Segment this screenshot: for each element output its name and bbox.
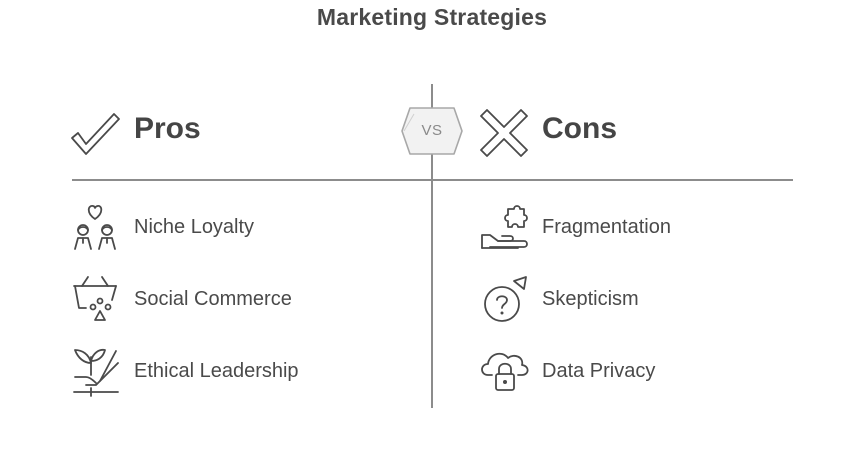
item-label: Ethical Leadership (134, 360, 299, 382)
item-label: Skepticism (542, 288, 639, 310)
couple-heart-icon (74, 205, 116, 250)
item-label: Fragmentation (542, 216, 671, 238)
shopping-basket-icon (73, 276, 117, 321)
horizontal-divider (72, 179, 793, 181)
page-title: Marketing Strategies (316, 4, 548, 30)
pros-heading: Pros (134, 112, 201, 145)
checkmark-icon (71, 113, 120, 155)
item-label: Data Privacy (542, 360, 656, 382)
question-bubble-icon (484, 276, 527, 322)
cross-icon (480, 109, 528, 157)
cloud-lock-icon (481, 352, 529, 391)
vs-label: VS (421, 122, 443, 139)
hand-plant-icon (73, 348, 119, 397)
item-label: Social Commerce (134, 288, 292, 310)
item-label: Niche Loyalty (134, 216, 255, 238)
vertical-divider (431, 84, 433, 408)
vs-badge (401, 107, 463, 155)
hand-puzzle-icon (481, 205, 528, 249)
cons-heading: Cons (542, 112, 617, 145)
